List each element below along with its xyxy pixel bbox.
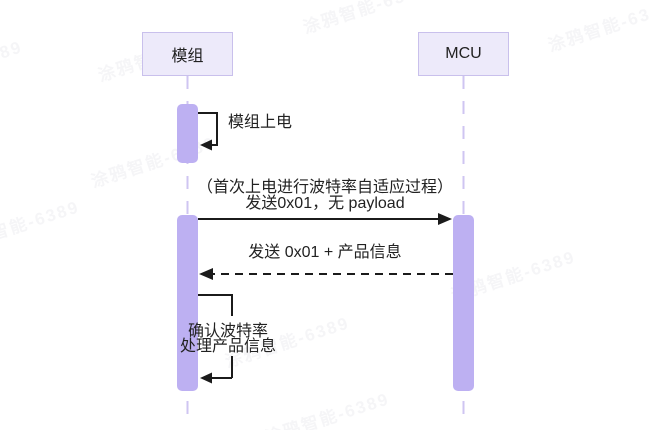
message-4-label-line-1: 确认波特率: [187, 323, 269, 340]
self-message-4-arrowhead-icon: [200, 372, 212, 384]
message-2-label-line-2: 发送0x01，无 payload: [245, 195, 405, 212]
self-message-1-arrowhead-icon: [200, 139, 212, 151]
activation-bar-module-2: [177, 215, 198, 391]
message-4-label-line-2: 处理产品信息: [179, 338, 277, 355]
message-1-label: 模组上电: [228, 114, 293, 131]
message-2-label-line-1: （首次上电进行波特率自适应过程）: [196, 179, 454, 196]
actor-label-module: 模组: [171, 48, 204, 65]
activation-bar-module-1: [177, 104, 198, 163]
message-2-arrowhead-icon: [438, 213, 452, 225]
actor-box-module: 模组: [142, 32, 233, 76]
self-message-1-line: [198, 112, 218, 146]
message-3-label: 发送 0x01 + 产品信息: [248, 244, 402, 261]
activation-bar-mcu: [453, 215, 474, 391]
actor-box-mcu: MCU: [418, 32, 509, 76]
actor-label-mcu: MCU: [445, 45, 482, 62]
message-3-arrowhead-icon: [199, 268, 213, 280]
self-message-4-line-top: [198, 294, 233, 316]
